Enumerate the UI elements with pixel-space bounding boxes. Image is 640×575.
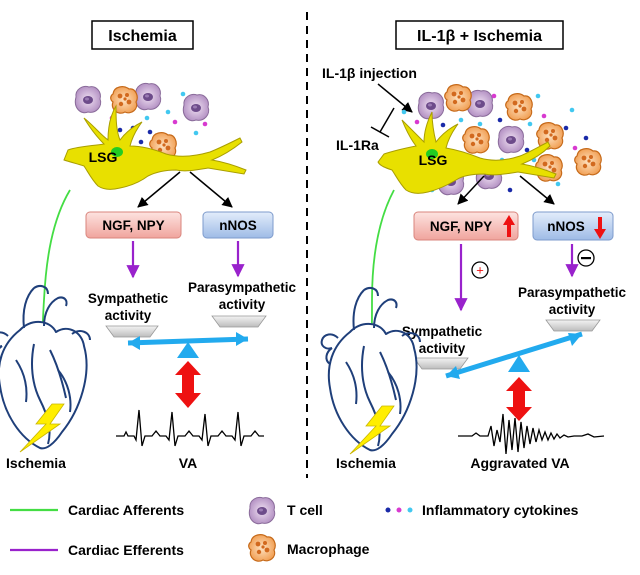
left-red-double-arrow xyxy=(175,361,201,408)
macrophage-cell xyxy=(444,84,472,112)
lsg-neuron xyxy=(63,104,247,190)
nnos-label-right: nNOS xyxy=(547,219,585,234)
tcell-cell xyxy=(497,125,525,154)
lsg-label: LSG xyxy=(89,149,118,165)
plus-sign-icon: + xyxy=(471,261,489,279)
sympathetic-label-right-line2: activity xyxy=(419,341,466,356)
left-title-box xyxy=(91,20,194,50)
balance-fulcrum-right xyxy=(508,355,530,372)
plus-symbol: + xyxy=(476,263,484,278)
legend-tcell-icon xyxy=(248,496,276,525)
balance-bar-right xyxy=(445,331,583,379)
left-panel: Ischemia xyxy=(0,20,297,471)
lsg-to-nnos-arrow xyxy=(189,171,233,208)
parasympathetic-label-line2: activity xyxy=(219,297,266,312)
ngf-npy-box-right xyxy=(413,211,519,241)
parasympathetic-label-right-line2: activity xyxy=(549,302,596,317)
increase-arrow-icon xyxy=(503,215,515,237)
right-title-box xyxy=(395,20,564,50)
sympathetic-label-right-line1: Sympathetic xyxy=(402,324,483,339)
sympathetic-label-line1: Sympathetic xyxy=(88,291,169,306)
antagonist-label: IL-1Ra xyxy=(336,137,379,153)
legend-macrophage-icon xyxy=(248,534,276,562)
legend-afferent-label: Cardiac Afferents xyxy=(68,502,184,518)
macrophage-cell xyxy=(462,126,490,154)
nnos-box-right xyxy=(532,211,614,241)
legend-efferent-label: Cardiac Efferents xyxy=(68,542,184,558)
macrophage-cell xyxy=(505,93,533,121)
tcell-cell xyxy=(74,85,102,114)
balance-fulcrum xyxy=(177,342,199,358)
antagonist-block-icon xyxy=(370,107,395,138)
lsg-label-right: LSG xyxy=(419,152,448,168)
tcell-cell xyxy=(134,82,162,111)
lsg-to-ngf-arrow-right xyxy=(457,175,485,205)
legend: Cardiac Afferents Cardiac Efferents T ce… xyxy=(10,496,579,562)
legend-tcell-label: T cell xyxy=(287,502,323,518)
right-panel: IL-1β + Ischemia IL-1β injection IL-1Ra xyxy=(320,20,627,471)
sympathetic-pan xyxy=(105,325,159,338)
legend-cytokine-dots xyxy=(385,507,413,513)
parasympathetic-pan-right xyxy=(545,319,601,332)
ngf-npy-label: NGF, NPY xyxy=(102,218,164,233)
injection-label: IL-1β injection xyxy=(322,65,417,81)
lightning-icon xyxy=(19,403,65,453)
minus-sign-icon xyxy=(577,249,595,267)
lsg-neuron xyxy=(377,111,557,194)
nnos-label: nNOS xyxy=(219,218,257,233)
lightning-icon-right xyxy=(349,405,395,455)
ngf-npy-box xyxy=(85,211,182,239)
injection-arrow xyxy=(377,83,413,113)
balance-bar xyxy=(127,332,249,350)
macrophage-cell xyxy=(574,148,602,176)
ecg-trace xyxy=(116,409,264,447)
sympathetic-pan-right xyxy=(413,357,469,370)
decrease-arrow-icon xyxy=(594,217,606,239)
parasympathetic-label-right-line1: Parasympathetic xyxy=(518,285,627,300)
right-title: IL-1β + Ischemia xyxy=(417,28,542,45)
tcell-cell xyxy=(182,93,210,122)
parasympathetic-label-line1: Parasympathetic xyxy=(188,280,297,295)
ecg-trace-aggravated xyxy=(458,413,605,455)
right-outcome-label: Aggravated VA xyxy=(470,455,569,471)
left-outcome-label: VA xyxy=(179,455,197,471)
left-title: Ischemia xyxy=(108,28,177,45)
legend-cytokine-label: Inflammatory cytokines xyxy=(422,502,579,518)
legend-macrophage-label: Macrophage xyxy=(287,541,370,557)
lsg-to-ngf-arrow xyxy=(137,171,181,208)
nnos-box xyxy=(202,211,274,239)
parasympathetic-pan xyxy=(211,315,267,328)
ngf-npy-label-right: NGF, NPY xyxy=(430,219,492,234)
sympathetic-label-line2: activity xyxy=(105,308,152,323)
right-heart-label: Ischemia xyxy=(336,455,396,471)
right-red-double-arrow xyxy=(506,377,532,421)
lsg-to-nnos-arrow-right xyxy=(519,175,555,205)
left-heart-label: Ischemia xyxy=(6,455,66,471)
